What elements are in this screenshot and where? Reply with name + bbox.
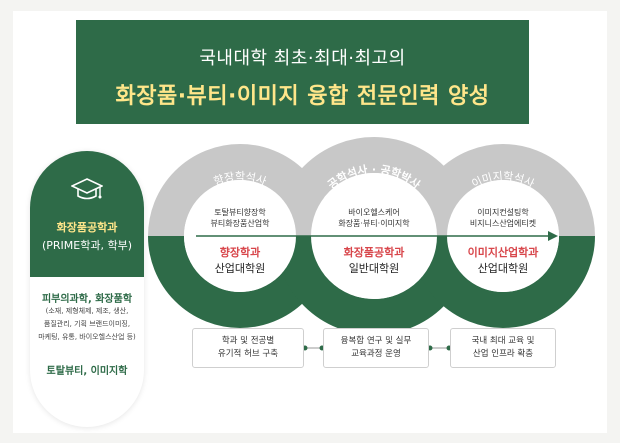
- circle1-department: 향장학과: [219, 246, 261, 259]
- banner-line2: 화장품·뷰티·이미지 융합 전문인력 양성: [115, 84, 490, 109]
- flow-arrowhead-icon: [548, 231, 558, 241]
- feature-box-line: 교육과정 운영: [351, 349, 401, 359]
- section2-title: 피부의과학, 화장품학: [41, 294, 133, 305]
- feature-box-line: 유기적 허브 구축: [217, 349, 279, 359]
- feature-box: 학과 및 전공별 유기적 허브 구축: [192, 328, 304, 368]
- circle1-detail-line: 토탈뷰티향장학: [214, 208, 266, 217]
- circle3-top-ring: [411, 144, 595, 237]
- circle2-department: 화장품공학과: [343, 246, 405, 259]
- section3-title: 토탈뷰티, 이미지학: [46, 366, 128, 377]
- svg-text:이미지학석사: 이미지학석사: [470, 170, 537, 191]
- circle3-arc-label: 이미지학석사: [470, 170, 537, 191]
- graduation-cap-icon: [71, 178, 103, 200]
- feature-box-line: 산업 인프라 확충: [472, 349, 534, 359]
- circle3-bottom-ring: [411, 235, 595, 328]
- feature-box-line: 학과 및 전공별: [221, 336, 275, 346]
- circle3-detail-line: 비지니스산업에티켓: [469, 219, 537, 228]
- svg-text:향장학석사: 향장학석사: [212, 170, 268, 188]
- left-panel-header: 화장품공학과 (PRIME학과, 학부): [30, 151, 144, 277]
- section2-line: 품질관리, 기획 브랜드이미징,: [43, 320, 131, 328]
- feature-box: 국내 최대 교육 및 산업 인프라 확충: [450, 328, 556, 368]
- title-banner: 국내대학 최초·최대·최고의 화장품·뷰티·이미지 융합 전문인력 양성: [76, 20, 529, 124]
- circle2-detail-line: 화장품·뷰티·이미지학: [338, 219, 410, 228]
- feature-box-line: 융복합 연구 및 실무: [340, 336, 412, 346]
- circle1-detail-line: 뷰티화장품산업학: [210, 219, 270, 228]
- circle2-detail-line: 바이오헬스케어: [348, 208, 400, 217]
- left-panel: 화장품공학과 (PRIME학과, 학부) 피부의과학, 화장품학 (소재, 제형…: [30, 151, 144, 427]
- circle3-school: 산업대학원: [477, 262, 529, 275]
- dept-subtitle: (PRIME학과, 학부): [41, 239, 133, 252]
- dept-title: 화장품공학과: [56, 221, 118, 234]
- section2-line: 마케팅, 유통, 바이오헬스산업 등): [38, 333, 136, 341]
- feature-box: 융복합 연구 및 실무 교육과정 운영: [323, 328, 429, 368]
- section2-line: (소재, 제형체제, 제조, 생산,: [45, 307, 129, 315]
- circle3-department: 이미지산업학과: [467, 246, 539, 259]
- circle2-school: 일반대학원: [348, 262, 400, 275]
- circle3-detail-line: 이미지컨설팅학: [477, 208, 529, 217]
- circle1-arc-label: 향장학석사: [212, 170, 268, 188]
- banner-line1: 국내대학 최초·최대·최고의: [199, 48, 406, 69]
- circle1-school: 산업대학원: [214, 262, 266, 275]
- feature-box-line: 국내 최대 교육 및: [471, 336, 535, 346]
